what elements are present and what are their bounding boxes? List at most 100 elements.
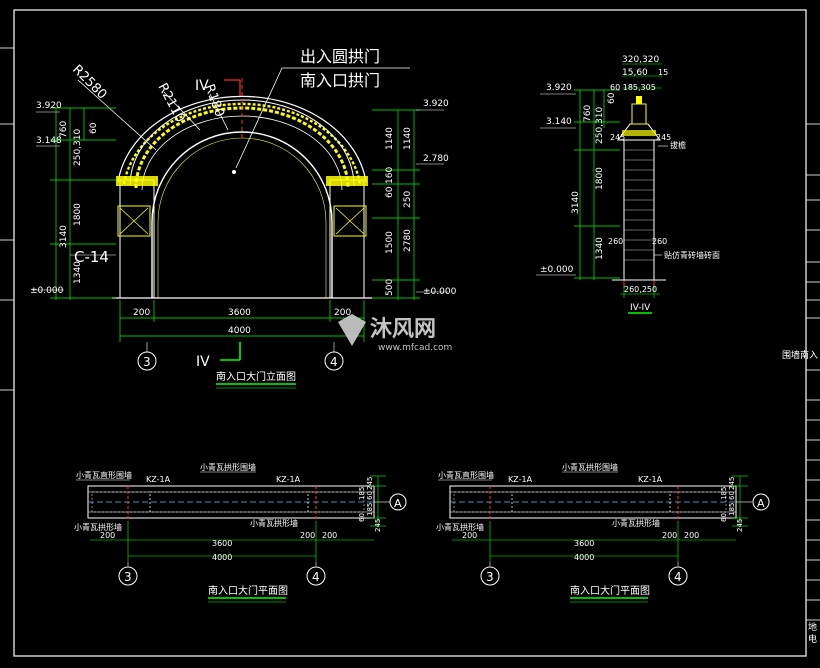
plan-label: 小青瓦拱形墙	[74, 522, 122, 532]
axis-label: 4	[674, 570, 682, 584]
plan-view-left: A 小青瓦直形围墙 KZ-1A 小青瓦拱形围墙 KZ-1A 小青瓦拱形墙 小青瓦…	[74, 462, 407, 603]
plan-title: 南入口大门平面图	[570, 584, 650, 597]
dim-label: 245	[736, 519, 744, 532]
dim-label: 4000	[212, 553, 232, 562]
dim-label: 1140	[385, 127, 395, 150]
dim-label: 245	[610, 133, 625, 142]
dim-label: 760	[583, 105, 593, 122]
dim-label: 245	[728, 477, 736, 490]
axis-label: 4	[330, 355, 338, 369]
title-block-text: 围墙南入	[782, 349, 818, 361]
axis-bubble	[137, 351, 157, 371]
arch-opening	[151, 131, 333, 298]
level-label: 3.140	[546, 117, 572, 127]
plan-title: 南入口大门平面图	[208, 584, 288, 597]
dim-label: 185	[366, 503, 374, 516]
dim-label: 500	[385, 279, 395, 296]
dim-label: 245	[656, 133, 671, 142]
level-label: ±0.000	[540, 265, 574, 275]
dim-label: 200	[462, 531, 477, 540]
axis-label: 3	[486, 570, 494, 584]
axis-bubble	[118, 566, 138, 586]
dim-label: 760	[59, 121, 69, 138]
section-view: 3.920 3.140 ±0.000 760 250,310 60 1800 3…	[536, 55, 720, 314]
dim-label: 185	[358, 487, 366, 500]
dim-label: 60	[720, 513, 728, 522]
note-label: 拔檐	[670, 140, 686, 150]
dim-label: 15	[658, 68, 668, 77]
plan-label: 小青瓦拱形围墙	[562, 462, 618, 472]
axis-bubble	[389, 493, 407, 511]
dim-label: 15,60	[622, 68, 648, 78]
note-label: 贴仿青砖墙砖面	[664, 250, 720, 260]
dim-label: 250,310	[595, 107, 605, 144]
dim-label: 1500	[385, 231, 395, 254]
radius-label: R2110	[154, 81, 187, 125]
watermark-url: www.mfcad.com	[378, 343, 452, 353]
axis-label: 4	[312, 570, 320, 584]
dim-label: 200	[322, 531, 337, 540]
dim-label: 1340	[73, 261, 83, 284]
axis-label: 3	[124, 570, 132, 584]
watermark-brand: 沐风网	[370, 317, 436, 342]
axis-label: A	[757, 497, 765, 510]
level-label: ±0.000	[30, 286, 64, 296]
elevation-view: R2580 R2110 R180 IV 出入圆拱门 南入口拱门 3.920 3.…	[30, 47, 457, 389]
main-title-line1: 出入圆拱门	[300, 47, 380, 66]
axis-label: A	[394, 497, 402, 510]
dim-label: 260	[608, 237, 623, 246]
dim-label: 200	[684, 531, 699, 540]
level-label: 3.920	[36, 101, 62, 111]
dim-label: 60	[607, 92, 617, 104]
axis-label: 3	[143, 355, 151, 369]
dim-label: 185	[720, 487, 728, 500]
dim-label: 200	[100, 531, 115, 540]
axis-bubble	[324, 351, 344, 371]
plan-label: KZ-1A	[276, 475, 301, 484]
dim-label: 3600	[228, 308, 251, 318]
level-label: 3.920	[546, 83, 572, 93]
dim-label: 200	[133, 308, 150, 318]
dim-label: 1800	[595, 167, 605, 190]
plan-label: 小青瓦直形围墙	[76, 470, 132, 480]
dim-label: 250	[403, 191, 413, 208]
dim-label: 160	[385, 167, 395, 184]
dim-label: 3600	[574, 539, 594, 548]
plan-label: KZ-1A	[508, 475, 533, 484]
dim-label: 200	[662, 531, 677, 540]
plan-view-right: A 小青瓦直形围墙 KZ-1A 小青瓦拱形围墙 KZ-1A 小青瓦拱形墙 小青瓦…	[436, 462, 770, 603]
level-label: 3.148	[36, 136, 62, 146]
level-label: ±0.000	[423, 287, 457, 297]
dim-label: 60	[728, 491, 736, 500]
plan-label: KZ-1A	[638, 475, 663, 484]
axis-bubble	[752, 493, 770, 511]
axis-bubble	[306, 566, 326, 586]
level-label: 3.920	[423, 99, 449, 109]
dim-label: 250,310	[73, 129, 83, 166]
title-block-text: 地	[808, 621, 817, 633]
dim-label: 60	[358, 513, 366, 522]
section-mark: IV	[196, 354, 210, 370]
section-title: IV-IV	[630, 303, 651, 313]
dim-label: 260	[652, 237, 667, 246]
radius-label: R2580	[69, 62, 109, 102]
watermark: 沐风网 www.mfcad.com	[338, 314, 452, 353]
dim-label: 3600	[212, 539, 232, 548]
dim-label: 320,320	[622, 55, 659, 65]
dim-label: 4000	[574, 553, 594, 562]
plan-label: 小青瓦拱形围墙	[200, 462, 256, 472]
axis-bubble	[668, 566, 688, 586]
section-mark: IV	[195, 78, 209, 94]
dim-label: 245	[374, 519, 382, 532]
dim-label: 200	[334, 308, 351, 318]
dim-label: 1140	[403, 127, 413, 150]
plan-label: 小青瓦拱形墙	[250, 518, 298, 528]
main-title-line2: 南入口拱门	[300, 71, 380, 90]
plan-label: 小青瓦直形围墙	[438, 470, 494, 480]
dim-label: 1340	[595, 237, 605, 260]
dim-label: 4000	[228, 326, 251, 336]
watermark-logo-icon	[338, 314, 366, 346]
level-label: 2.780	[423, 154, 449, 164]
